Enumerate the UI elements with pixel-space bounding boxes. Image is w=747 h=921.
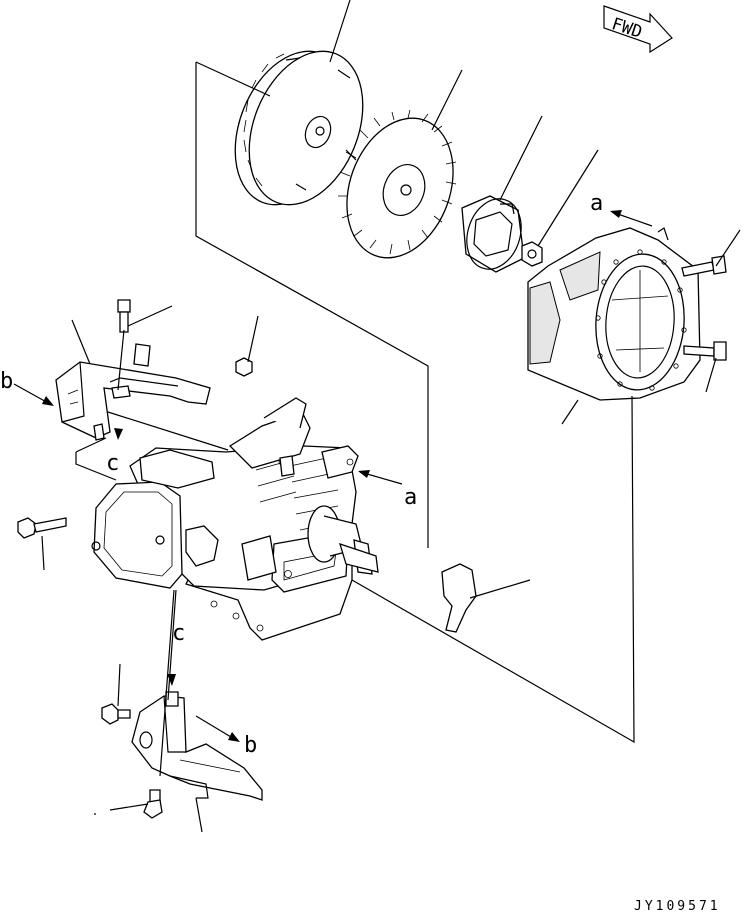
crankshaft-part — [339, 542, 379, 573]
callout-arrows — [13, 210, 653, 742]
head-cover-part — [91, 449, 219, 589]
upper-cover-part — [55, 343, 211, 441]
callout-c-upper: c — [106, 451, 119, 476]
shroud-bolt-lower-part — [683, 341, 727, 361]
callout-b-left: b — [0, 369, 13, 394]
flywheel-part — [234, 50, 364, 206]
forward-arrow-tag-icon — [603, 5, 673, 54]
engine-block-part — [129, 397, 373, 641]
callout-a-upper: a — [590, 191, 603, 216]
fwd-direction-tag: FWD — [603, 5, 673, 54]
flywheel-nut-part — [521, 241, 543, 267]
lower-cover-bolt-lower-part — [143, 789, 163, 819]
cooling-fan-part — [338, 109, 457, 259]
drawing-code: JY109571 — [634, 899, 721, 914]
lower-cover-part — [131, 691, 263, 801]
assembly-guide-lines — [75, 61, 635, 777]
callout-a-lower: a — [404, 485, 417, 510]
fan-shroud-part — [527, 227, 701, 401]
starter-cup-part — [461, 195, 525, 273]
shroud-bolt-upper-part — [681, 255, 727, 277]
callout-c-lower: c — [172, 621, 185, 646]
callout-b-lower: b — [244, 733, 257, 758]
leader-lines — [41, 0, 741, 833]
upper-cover-bolt-part — [117, 299, 131, 333]
lower-cover-bolt-upper-part — [101, 703, 131, 725]
callout-labels: a a b b c c — [0, 191, 603, 758]
upper-cover-nut-part — [235, 357, 253, 377]
head-cover-bolt-part — [17, 517, 67, 539]
small-bracket-part — [441, 563, 477, 633]
